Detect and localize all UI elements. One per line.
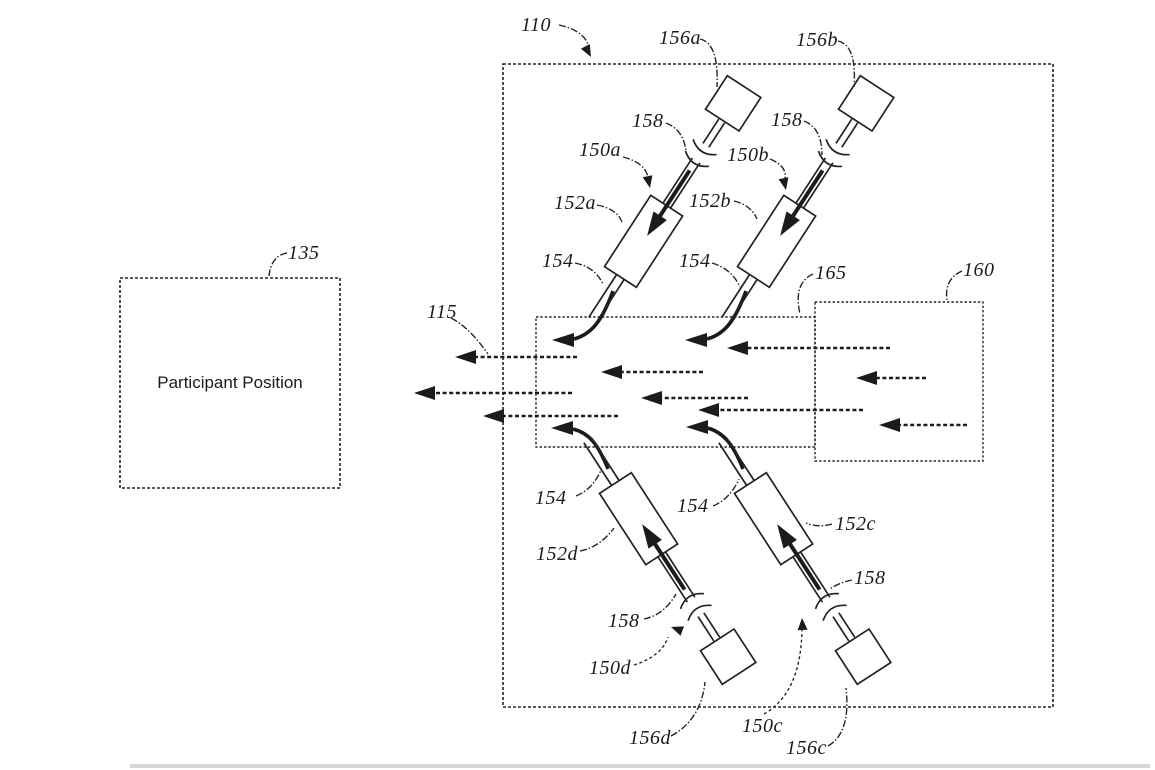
ref-label-156d: 156d (629, 727, 671, 749)
leader-150c (763, 618, 808, 715)
leader-156c (827, 687, 848, 747)
leader-150a (622, 156, 653, 188)
leader-152b (733, 200, 758, 220)
leader-156d (670, 681, 706, 737)
participant-position-label: Participant Position (157, 373, 303, 392)
leader-156a (699, 38, 718, 88)
signal-arrow-6 (641, 391, 748, 405)
ref-label-154-bottom-left: 154 (535, 487, 567, 509)
ref-label-156a: 156a (659, 27, 701, 49)
ref-label-158-top-left: 158 (632, 110, 664, 132)
curved-arrow-150a (552, 290, 615, 347)
leader-158-top-right (803, 120, 823, 156)
leader-135 (268, 252, 288, 277)
leader-110 (558, 24, 591, 57)
ref-label-158-top-right: 158 (771, 109, 803, 131)
signal-arrow-7 (698, 403, 863, 417)
ref-label-156b: 156b (796, 29, 838, 51)
speaker-assembly-150a (573, 73, 763, 333)
leader-165 (797, 273, 814, 315)
signal-arrow-8 (483, 409, 618, 423)
leader-154-top-mid (711, 262, 741, 288)
signal-arrow-9 (879, 418, 967, 432)
participant-position-box (119, 277, 341, 489)
leader-154-bottom-mid (712, 478, 740, 507)
signal-arrow-2 (455, 350, 577, 364)
signal-arrow-1 (727, 341, 890, 355)
leader-115 (450, 317, 489, 355)
ref-label-135: 135 (288, 242, 320, 264)
leader-150d (633, 626, 684, 666)
leader-158-bottom-right (829, 579, 853, 590)
leader-152d (579, 527, 615, 552)
curved-arrow-150b (685, 290, 748, 347)
page-edge-line (130, 764, 1150, 768)
enclosure-box-110 (502, 63, 1054, 708)
ref-label-158-bottom-right: 158 (854, 567, 886, 589)
leader-150b (769, 158, 789, 190)
leader-154-top-left (574, 262, 604, 285)
signal-arrow-4 (856, 371, 926, 385)
ref-label-152d: 152d (536, 543, 578, 565)
leader-158-top-left (665, 122, 687, 153)
ref-label-160: 160 (963, 259, 995, 281)
ref-label-150d: 150d (589, 657, 631, 679)
leader-152a (596, 204, 623, 223)
ref-label-154-top-left: 154 (542, 250, 574, 272)
curved-arrow-150d (551, 421, 610, 470)
leader-158-bottom-left (643, 593, 677, 620)
leader-156b (837, 40, 856, 88)
ref-label-115: 115 (427, 301, 458, 323)
leader-152c (805, 522, 833, 527)
ref-label-158-bottom-left: 158 (608, 610, 640, 632)
leader-160 (945, 270, 963, 301)
ref-label-154-bottom-mid: 154 (677, 495, 709, 517)
ref-label-152b: 152b (689, 190, 731, 212)
ref-label-150a: 150a (579, 139, 621, 161)
curved-arrow-150c (686, 420, 745, 470)
ref-label-165: 165 (815, 262, 847, 284)
signal-arrow-3 (601, 365, 703, 379)
ref-label-154-top-mid: 154 (679, 250, 711, 272)
leader-154-bottom-left (575, 469, 602, 497)
ref-label-152c: 152c (835, 513, 876, 535)
ref-label-110: 110 (521, 14, 552, 36)
ref-label-156c: 156c (786, 737, 827, 759)
ref-label-150b: 150b (727, 144, 769, 166)
source-box-160 (814, 301, 984, 462)
signal-arrow-5 (414, 386, 572, 400)
ref-label-150c: 150c (742, 715, 783, 737)
ref-label-152a: 152a (554, 192, 596, 214)
